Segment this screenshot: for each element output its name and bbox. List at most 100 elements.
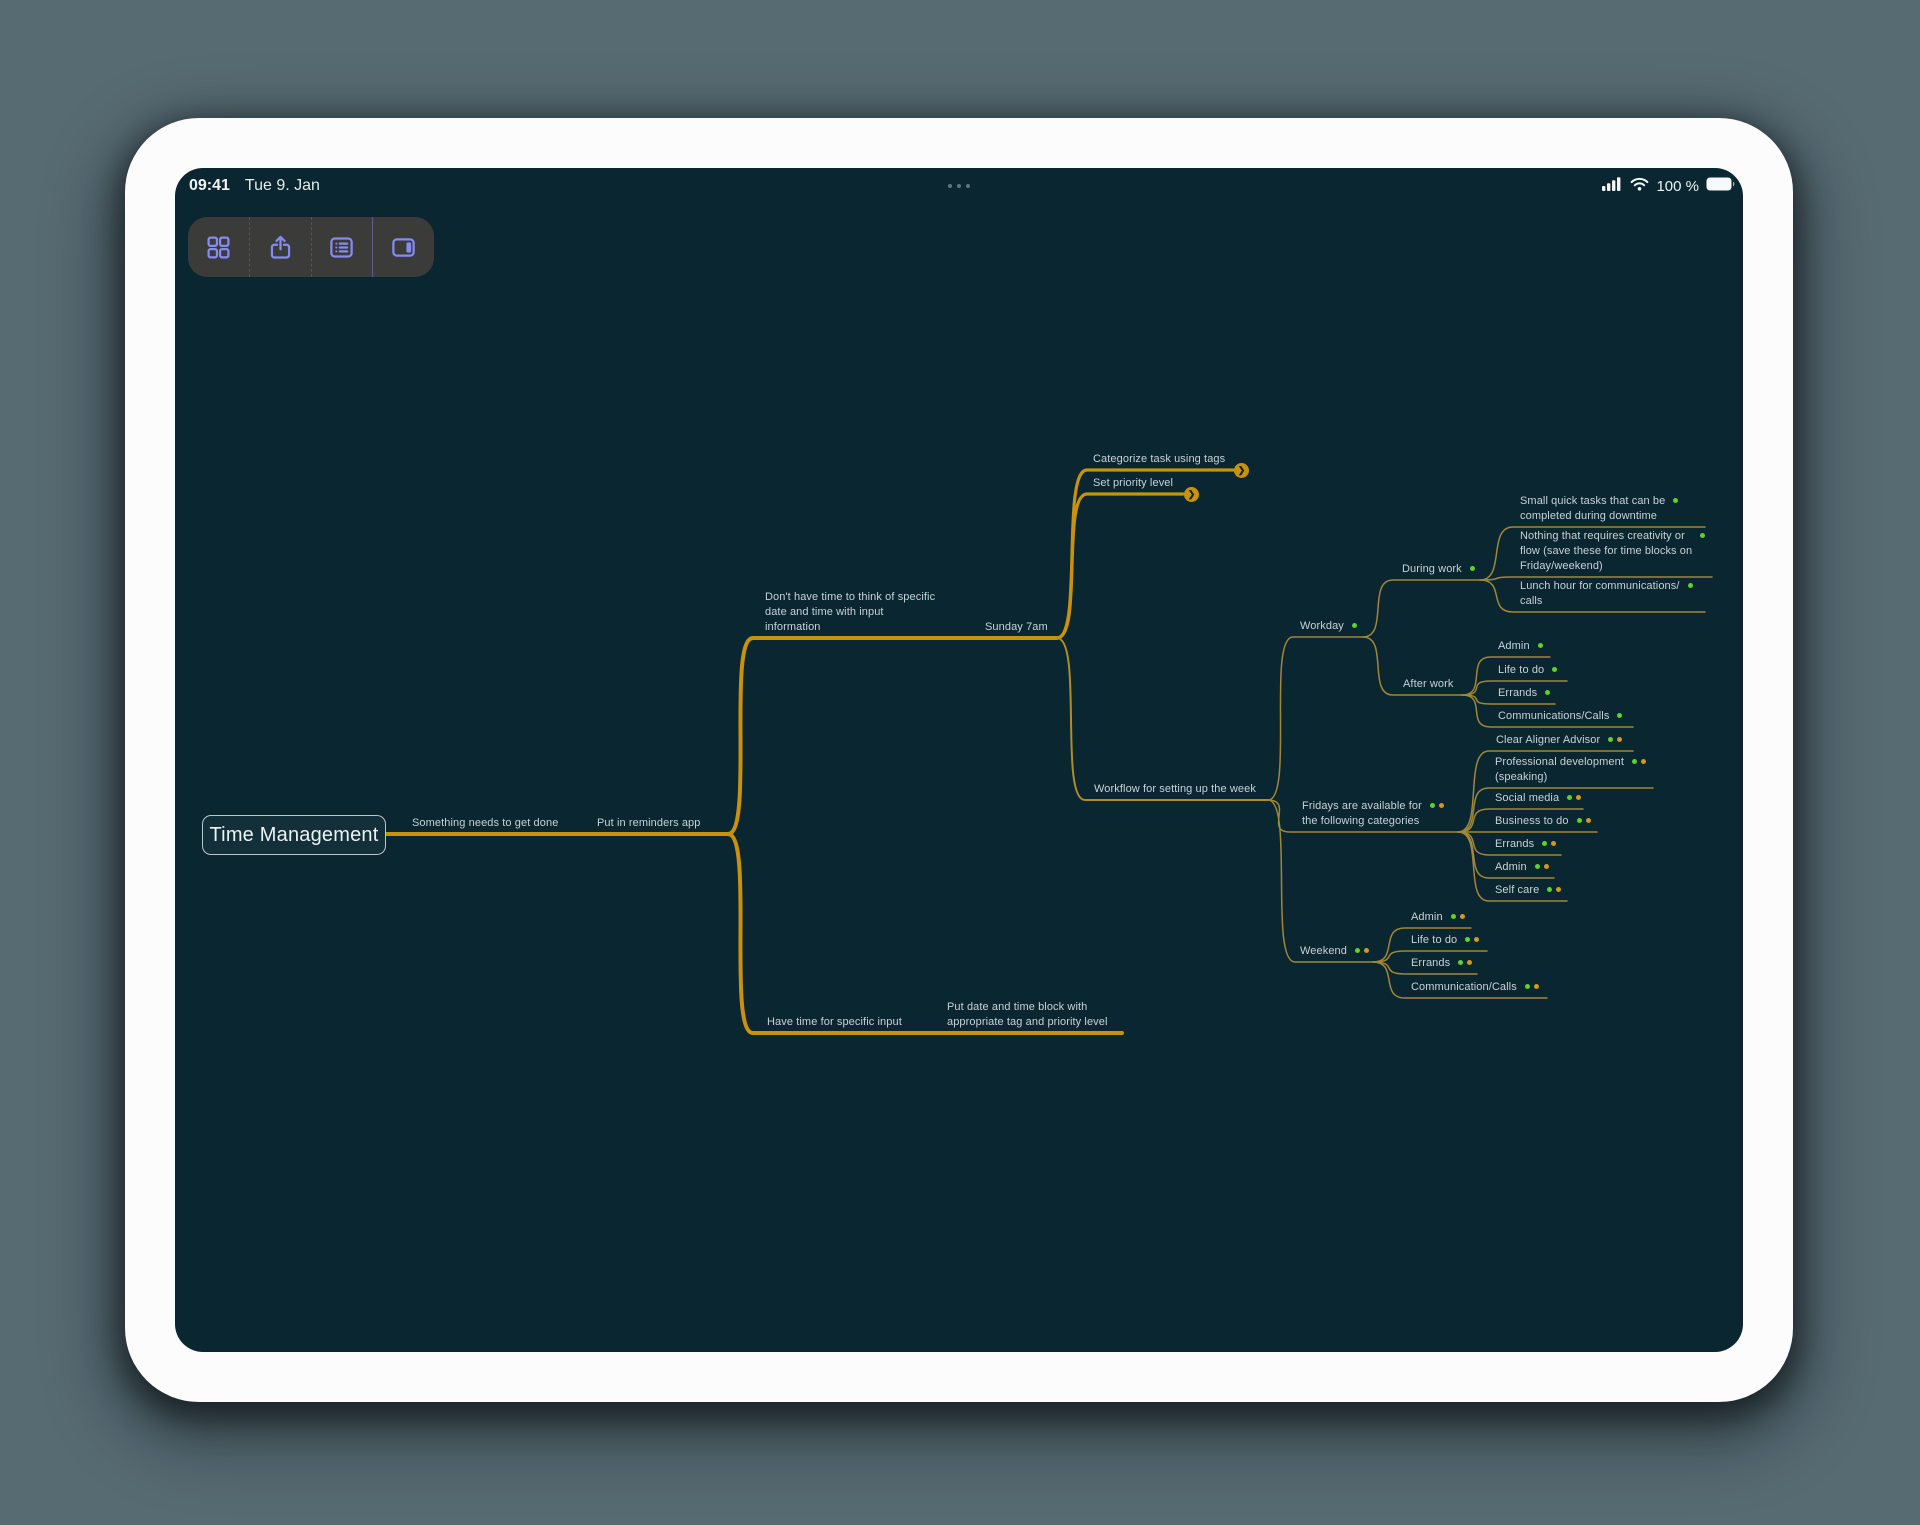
wifi-icon (1630, 177, 1649, 195)
node-label-text: Categorize task using tags (1093, 453, 1226, 465)
node-tag-dots (1700, 533, 1706, 538)
node-label-text: Something needs to get done (412, 817, 559, 829)
sidebar-right-icon (390, 234, 417, 261)
node-tag-dots (1547, 887, 1562, 892)
mindmap-node-after_work[interactable]: After work (1403, 677, 1454, 692)
orange-tag-dot-icon (1474, 937, 1480, 942)
mindmap-node-aw_errands[interactable]: Errands (1498, 686, 1551, 701)
mindmap-node-we_errands[interactable]: Errands (1411, 956, 1473, 971)
node-tag-dots (1537, 643, 1543, 648)
orange-tag-dot-icon (1438, 803, 1444, 808)
node-label-text: Clear Aligner Advisor (1496, 734, 1601, 746)
node-tag-dots (1576, 818, 1591, 823)
mindmap-node-something[interactable]: Something needs to get done (412, 816, 558, 831)
status-date: Tue 9. Jan (244, 177, 320, 194)
share-icon (267, 234, 294, 261)
green-tag-dot-icon (1458, 960, 1464, 965)
sidebar-toggle-button[interactable] (372, 217, 434, 277)
mindmap-node-fr_errands[interactable]: Errands (1495, 837, 1557, 852)
orange-tag-dot-icon (1585, 818, 1591, 823)
mindmap-node-nothing_creative[interactable]: Nothing that requires creativity or flow… (1520, 529, 1706, 574)
node-label-text: Communications/Calls (1498, 710, 1610, 722)
mindmap-node-fr_self[interactable]: Self care (1495, 883, 1562, 898)
node-tag-dots (1354, 948, 1369, 953)
node-label-text: Professional development (speaking) (1495, 756, 1624, 783)
mindmap-node-we_admin[interactable]: Admin (1411, 910, 1465, 925)
ipad-device-frame: 09:41 Tue 9. Jan (125, 118, 1793, 1402)
node-label-text: Life to do (1411, 934, 1458, 946)
node-label-text: Admin (1411, 911, 1443, 923)
node-tag-dots (1687, 583, 1693, 588)
mindmap-node-fr_clear[interactable]: Clear Aligner Advisor (1496, 733, 1623, 748)
mindmap-node-workday[interactable]: Workday (1300, 619, 1357, 634)
mindmap-root-node[interactable]: Time Management (202, 815, 386, 855)
node-label-text: Don't have time to think of specific dat… (765, 591, 936, 633)
mindmap-node-sunday[interactable]: Sunday 7am (985, 620, 1048, 635)
mindmap-node-we_life[interactable]: Life to do (1411, 933, 1480, 948)
mindmap-node-categorize[interactable]: Categorize task using tags (1093, 452, 1225, 467)
node-label-text: Lunch hour for communications/ calls (1520, 580, 1680, 607)
mindmap-node-fridays[interactable]: Fridays are available for the following … (1302, 799, 1444, 829)
orange-tag-dot-icon (1533, 984, 1539, 989)
node-label-text: Sunday 7am (985, 621, 1048, 633)
node-label-text: Errands (1498, 687, 1538, 699)
mindmap-node-fr_prof[interactable]: Professional development (speaking) (1495, 755, 1646, 785)
mindmap-node-reminders[interactable]: Put in reminders app (597, 816, 701, 831)
node-label-text: Nothing that requires creativity or flow… (1520, 530, 1693, 572)
node-tag-dots (1673, 498, 1679, 503)
orange-tag-dot-icon (1467, 960, 1473, 965)
green-tag-dot-icon (1524, 984, 1530, 989)
documents-grid-button[interactable] (188, 217, 249, 277)
green-tag-dot-icon (1576, 818, 1582, 823)
node-tag-dots (1545, 690, 1551, 695)
outline-list-button[interactable] (310, 217, 373, 277)
cellular-signal-icon (1602, 177, 1623, 195)
node-tag-dots (1351, 623, 1357, 628)
mindmap-node-priority[interactable]: Set priority level (1093, 476, 1173, 491)
green-tag-dot-icon (1542, 841, 1548, 846)
mindmap-node-no_time[interactable]: Don't have time to think of specific dat… (765, 590, 935, 635)
share-button[interactable] (248, 217, 311, 277)
green-tag-dot-icon (1700, 533, 1706, 538)
orange-tag-dot-icon (1363, 948, 1369, 953)
green-tag-dot-icon (1429, 803, 1435, 808)
node-tag-dots (1458, 960, 1473, 965)
mindmap-node-aw_comm[interactable]: Communications/Calls (1498, 709, 1623, 724)
mindmap-node-fr_social[interactable]: Social media (1495, 791, 1582, 806)
node-tag-dots (1542, 841, 1557, 846)
list-icon (328, 234, 355, 261)
status-bar-right: 100 % (1602, 177, 1736, 195)
multitasking-indicator[interactable] (948, 184, 970, 188)
mindmap-node-fr_admin[interactable]: Admin (1495, 860, 1549, 875)
mindmap-node-we_comm[interactable]: Communication/Calls (1411, 980, 1539, 995)
green-tag-dot-icon (1631, 759, 1637, 764)
orange-tag-dot-icon (1640, 759, 1646, 764)
mindmap-node-small_tasks[interactable]: Small quick tasks that can be completed … (1520, 494, 1679, 524)
mindmap-node-lunch_hour[interactable]: Lunch hour for communications/ calls (1520, 579, 1693, 609)
node-label-text: Put date and time block with appropriate… (947, 1001, 1108, 1028)
mindmap-node-aw_life[interactable]: Life to do (1498, 663, 1558, 678)
mindmap-node-aw_admin[interactable]: Admin (1498, 639, 1543, 654)
node-label-text: Self care (1495, 884, 1540, 896)
status-time: 09:41 (189, 177, 230, 194)
green-tag-dot-icon (1687, 583, 1693, 588)
node-label-text: Workflow for setting up the week (1094, 783, 1256, 795)
mindmap-node-have_time[interactable]: Have time for specific input (767, 1015, 902, 1030)
mindmap-node-fr_business[interactable]: Business to do (1495, 814, 1591, 829)
mindmap-node-during_work[interactable]: During work (1402, 562, 1475, 577)
grid-icon (205, 234, 232, 261)
green-tag-dot-icon (1608, 737, 1614, 742)
green-tag-dot-icon (1351, 623, 1357, 628)
mindmap-node-weekend[interactable]: Weekend (1300, 944, 1369, 959)
green-tag-dot-icon (1567, 795, 1573, 800)
mindmap-canvas[interactable]: 09:41 Tue 9. Jan (175, 168, 1743, 1352)
mindmap-node-put_date[interactable]: Put date and time block with appropriate… (947, 1000, 1108, 1030)
mindmap-node-workflow[interactable]: Workflow for setting up the week (1094, 782, 1256, 797)
green-tag-dot-icon (1547, 887, 1553, 892)
green-tag-dot-icon (1552, 667, 1558, 672)
expand-chevron-icon[interactable]: ❯ (1184, 486, 1199, 502)
orange-tag-dot-icon (1459, 914, 1465, 919)
node-tag-dots (1465, 937, 1480, 942)
node-label-text: Life to do (1498, 664, 1545, 676)
expand-chevron-icon[interactable]: ❯ (1234, 462, 1249, 478)
